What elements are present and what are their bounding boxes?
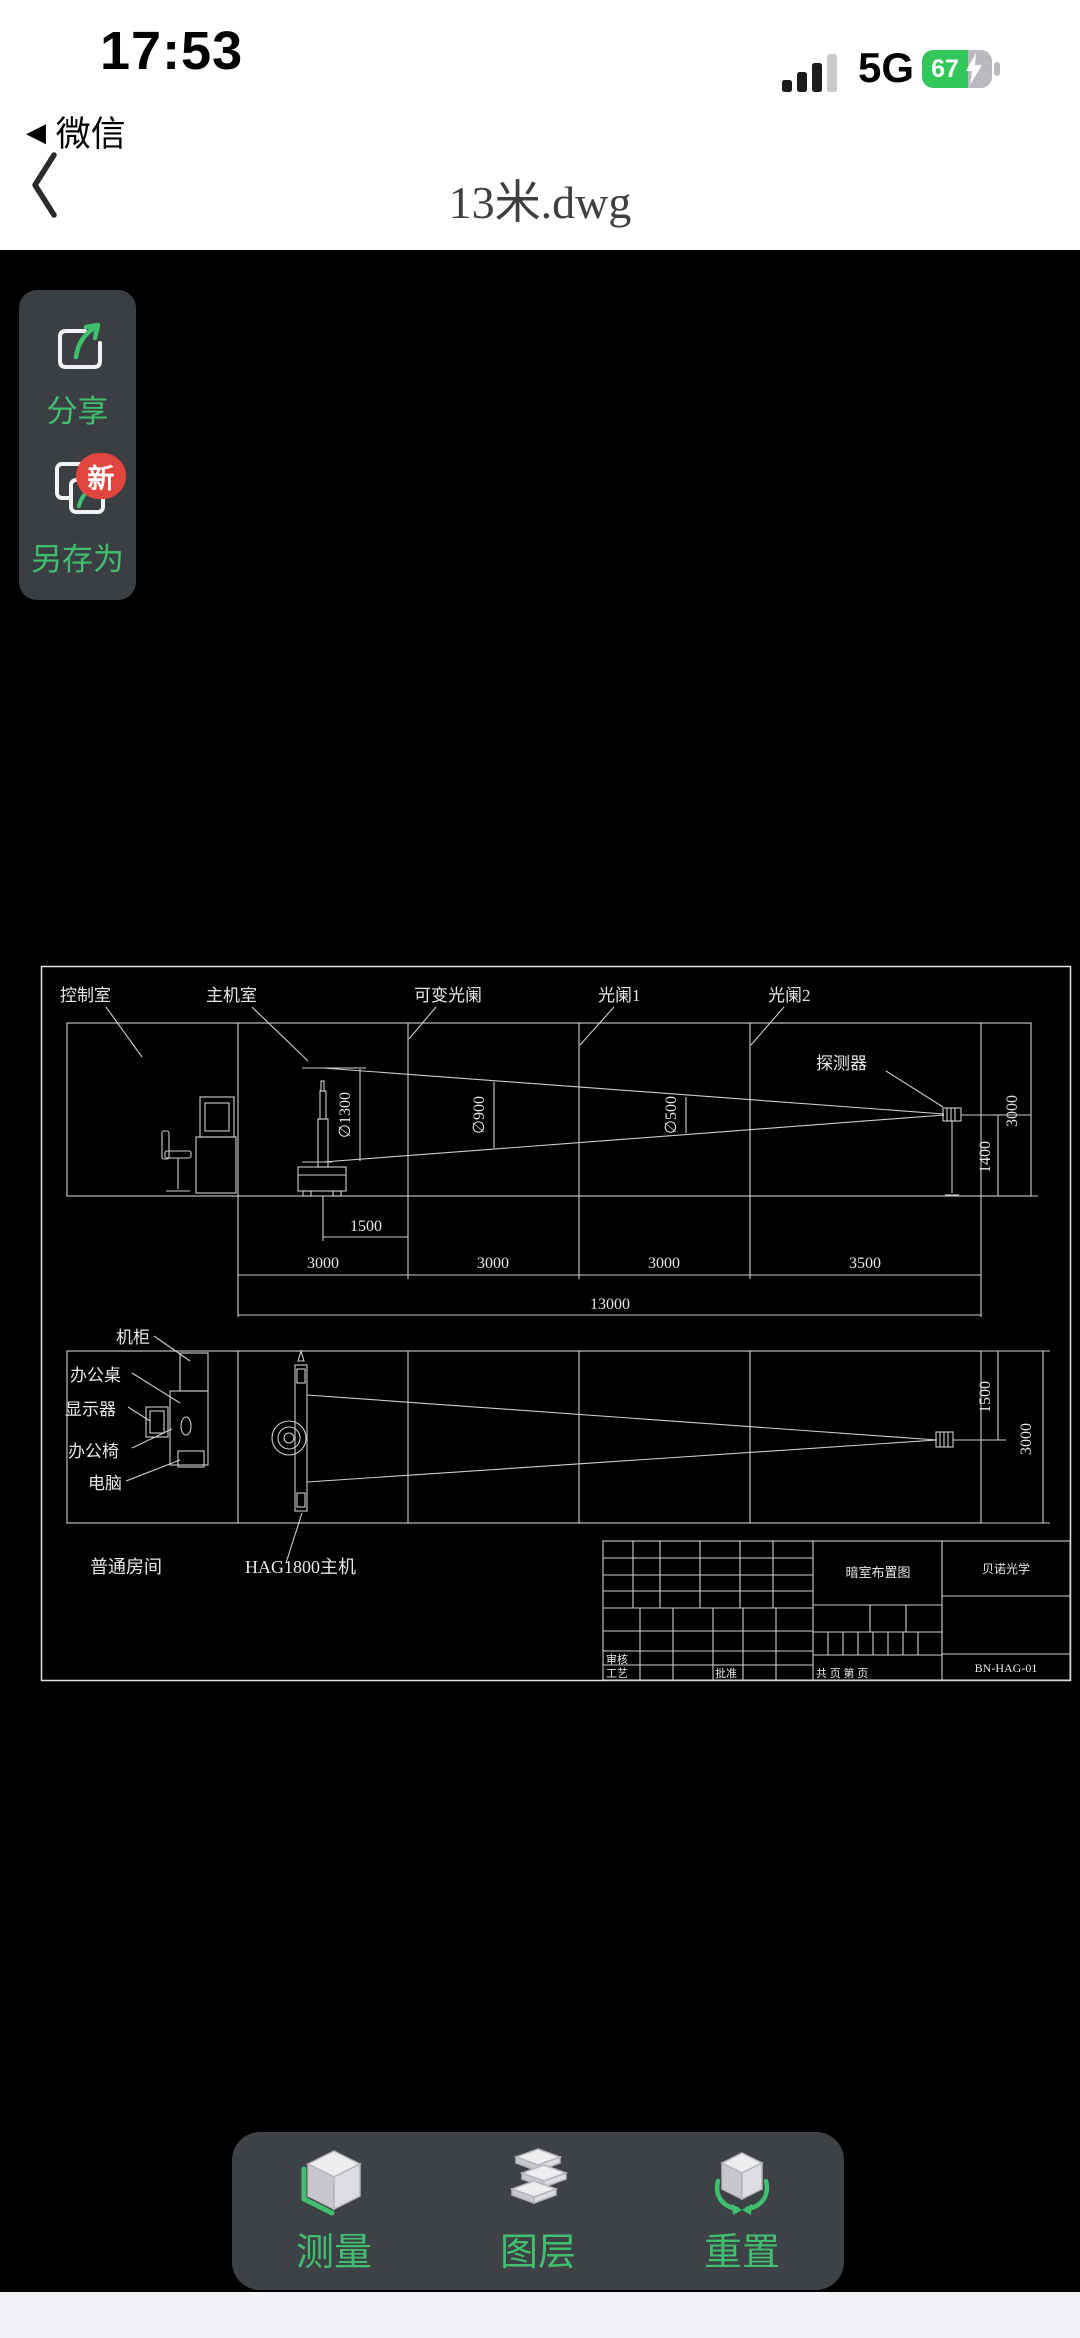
dim-seg2: 3000 <box>477 1255 509 1272</box>
back-to-app-link[interactable]: ◀ 微信 <box>26 106 126 157</box>
dim-seg4: 3500 <box>849 1255 881 1272</box>
measure-button[interactable]: 测量 <box>296 2147 372 2276</box>
plan-dim-3000: 3000 <box>1018 1423 1035 1455</box>
label-chair: 办公椅 <box>68 1442 119 1461</box>
reset-label: 重置 <box>703 2231 780 2274</box>
share-button[interactable]: 分享 <box>46 394 109 429</box>
label-host-room: 主机室 <box>206 986 257 1005</box>
reset-button[interactable]: 重置 <box>704 2147 780 2276</box>
label-detector: 探测器 <box>816 1054 867 1073</box>
network-type: 5G <box>858 44 915 91</box>
cellular-signal-icon <box>782 54 837 92</box>
save-as-button[interactable]: 另存为 <box>31 542 124 577</box>
tb-company: 贝诺光学 <box>982 1561 1030 1576</box>
home-indicator-area <box>0 2292 1080 2338</box>
dim-1500: 1500 <box>350 1218 382 1235</box>
dim-height-3000: 3000 <box>1004 1095 1021 1127</box>
dim-total-13000: 13000 <box>590 1296 630 1313</box>
dim-seg3: 3000 <box>648 1255 680 1272</box>
new-badge: 新 <box>76 453 126 499</box>
dim-1300: ∅1300 <box>337 1092 354 1138</box>
share-icon[interactable] <box>49 316 111 378</box>
cad-drawing[interactable]: 控制室 主机室 可变光阑 光阑1 光阑2 探测器 ∅1300 ∅900 ∅500… <box>40 965 1072 1682</box>
label-computer: 电脑 <box>88 1474 122 1493</box>
label-host-unit: HAG1800主机 <box>245 1557 356 1577</box>
layers-icon <box>509 2147 569 2204</box>
plan-view <box>66 1335 1050 1564</box>
reset-cube-icon <box>714 2151 770 2215</box>
label-monitor: 显示器 <box>65 1400 116 1419</box>
charging-bolt-icon <box>966 53 982 85</box>
label-control-room: 控制室 <box>60 986 111 1005</box>
battery-nub <box>994 62 1000 76</box>
tb-drawing-title: 暗室布置图 <box>845 1565 910 1580</box>
status-and-nav-bar: 17:53 ◀ 微信 5G 67 13米.dwg <box>0 0 1080 250</box>
label-desk: 办公桌 <box>70 1366 121 1385</box>
label-variable-aperture: 可变光阑 <box>414 986 482 1005</box>
file-title: 13米.dwg <box>448 177 632 228</box>
measure-cube-icon <box>301 2149 362 2215</box>
back-app-label: 微信 <box>55 115 126 154</box>
layers-label: 图层 <box>499 2231 576 2274</box>
title-block <box>602 1540 1071 1681</box>
tb-pages: 共 页 第 页 <box>816 1666 868 1680</box>
nav-back-chevron-icon[interactable] <box>30 150 60 220</box>
side-action-panel: 分享 新 另存为 <box>19 290 136 600</box>
viewer-toolbar: 测量 图层 <box>232 2132 844 2290</box>
dim-seg1: 3000 <box>307 1255 339 1272</box>
layers-button[interactable]: 图层 <box>500 2147 576 2276</box>
tb-process: 工艺 <box>606 1667 628 1680</box>
back-triangle-icon: ◀ <box>26 117 46 147</box>
sheet-border <box>40 965 1072 1682</box>
tb-review: 审核 <box>606 1652 628 1666</box>
label-aperture1: 光阑1 <box>598 986 641 1005</box>
elevation-view <box>66 1006 1038 1317</box>
dim-1400: 1400 <box>977 1141 994 1173</box>
dim-500: ∅500 <box>663 1096 680 1134</box>
dim-900: ∅900 <box>471 1096 488 1134</box>
clock: 17:53 <box>100 21 244 81</box>
plan-dim-1500: 1500 <box>977 1381 994 1413</box>
label-cabinet: 机柜 <box>116 1328 150 1347</box>
measure-label: 测量 <box>295 2231 372 2274</box>
tb-drawing-no: BN-HAG-01 <box>975 1661 1038 1675</box>
label-ordinary-room: 普通房间 <box>90 1557 162 1577</box>
label-aperture2: 光阑2 <box>768 986 811 1005</box>
tb-approve: 批准 <box>715 1666 737 1680</box>
battery-percent: 67 <box>922 50 968 88</box>
battery-indicator: 67 <box>922 50 1000 88</box>
